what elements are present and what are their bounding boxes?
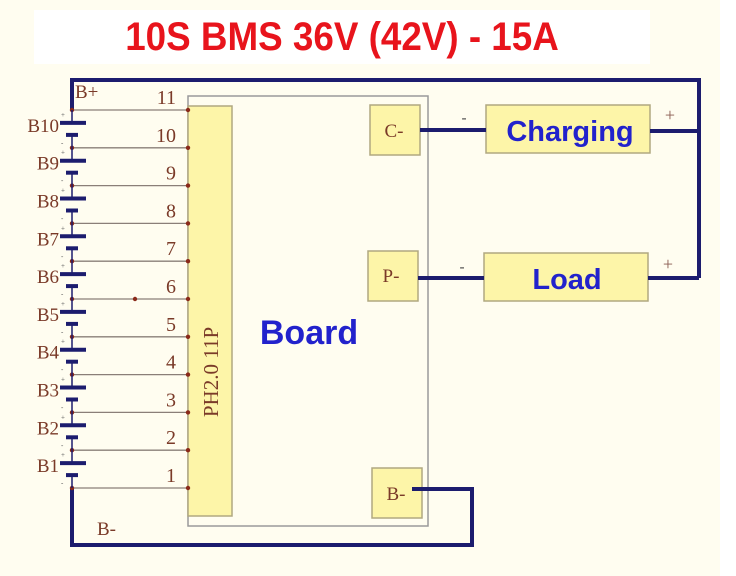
cell-minus-mark: - <box>61 328 64 336</box>
pin-number: 7 <box>166 238 176 260</box>
cell-plus-mark: + <box>61 376 65 384</box>
pin-number: 8 <box>166 200 176 222</box>
cell-plus-mark: + <box>61 338 65 346</box>
b-plus-label: B+ <box>75 82 98 103</box>
junction-dot <box>132 296 138 302</box>
tap-node-right-4 <box>185 372 191 377</box>
wire-b-plus-bus <box>70 78 701 278</box>
cell-minus-mark: - <box>61 404 64 412</box>
tap-node-right-1 <box>185 485 191 491</box>
cell-label: B4 <box>37 343 60 364</box>
pin-number: 6 <box>166 276 176 298</box>
terminal-b-minus: B- <box>371 467 423 519</box>
cell-plus-mark: + <box>61 262 65 270</box>
main-wires <box>70 78 701 547</box>
pin-number: 11 <box>157 87 176 109</box>
pin-number: 9 <box>166 163 176 185</box>
terminal-c-minus: C- <box>369 104 421 156</box>
pin-number: 5 <box>166 314 176 336</box>
cell-minus-mark: - <box>61 441 64 449</box>
terminal-c-minus-label: C- <box>385 121 404 142</box>
pin-number: 3 <box>166 389 176 411</box>
cell-plus-mark: + <box>61 111 65 119</box>
tap-node-right-2 <box>185 448 191 453</box>
tap-node-right-7 <box>185 259 191 264</box>
cell-minus-mark: - <box>61 290 64 298</box>
load-plus-sign: + <box>663 254 673 274</box>
cell-plus-mark: + <box>61 149 65 157</box>
tap-node-right-8 <box>185 221 191 226</box>
terminal-b-minus-label: B- <box>387 484 406 505</box>
cell-plus-mark: + <box>61 300 65 308</box>
charging-minus-sign: - <box>461 110 466 127</box>
tap-node-right-11 <box>185 107 191 113</box>
cell-label: B5 <box>37 305 59 326</box>
load-minus-sign: - <box>459 259 464 276</box>
cell-minus-mark: - <box>61 252 64 260</box>
right-margin <box>720 0 736 576</box>
terminal-p-minus: P- <box>367 250 419 302</box>
cell-minus-mark: - <box>61 139 64 147</box>
board-label: Board <box>260 314 358 352</box>
tap-node-right-5 <box>185 334 191 339</box>
battery-cells: 1110987654321+-B10+-B9+-B8+-B7+-B6+-B5+-… <box>27 87 191 491</box>
load-label: Load <box>532 264 601 296</box>
tap-node-right-6 <box>185 296 191 302</box>
terminal-p-minus-label: P- <box>383 266 400 287</box>
pin-number: 4 <box>166 352 176 374</box>
cell-label: B1 <box>37 456 59 477</box>
pin-number: 2 <box>166 427 176 449</box>
pin-number: 10 <box>156 125 176 147</box>
charging-block: Charging <box>485 104 651 154</box>
balance-connector <box>187 105 233 517</box>
cell-label: B9 <box>37 154 59 175</box>
cell-label: B2 <box>37 418 59 439</box>
cell-label: B8 <box>37 192 59 213</box>
cell-plus-mark: + <box>61 224 65 232</box>
cell-plus-mark: + <box>61 451 65 459</box>
tap-node-right-3 <box>185 410 191 415</box>
pin-number: 1 <box>166 465 176 487</box>
b-minus-label: B- <box>97 519 116 540</box>
charging-plus-sign: + <box>665 105 675 125</box>
charging-label: Charging <box>506 116 633 148</box>
diagram-title: 10S BMS 36V (42V) - 15A <box>125 14 559 59</box>
cell-plus-mark: + <box>61 187 65 195</box>
cell-plus-mark: + <box>61 413 65 421</box>
tap-node-right-10 <box>185 145 191 150</box>
load-block: Load <box>483 252 649 302</box>
tap-node-right-9 <box>185 183 191 188</box>
cell-label: B7 <box>37 229 59 250</box>
cell-label: B3 <box>37 381 59 402</box>
title-background <box>34 10 650 64</box>
cell-label: B10 <box>27 116 59 137</box>
connector-label: PH2.0 11P <box>199 327 223 417</box>
cell-minus-mark: - <box>61 177 64 185</box>
cell-minus-mark: - <box>61 479 64 487</box>
cell-minus-mark: - <box>61 366 64 374</box>
cell-label: B6 <box>37 267 59 288</box>
wire-b-minus-loop <box>70 487 474 547</box>
cell-minus-mark: - <box>61 215 64 223</box>
